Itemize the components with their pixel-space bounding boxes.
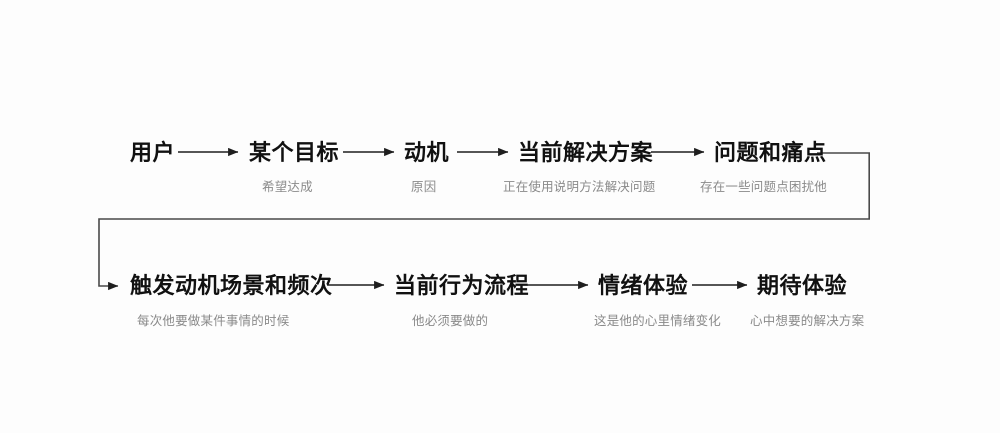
node-caption-expected-experience: 心中想要的解决方案 (750, 314, 865, 328)
node-caption-trigger-scene-frequency: 每次他要做某件事情的时候 (137, 314, 290, 328)
node-label-trigger-scene-frequency[interactable]: 触发动机场景和频次 (130, 273, 333, 298)
node-caption-current-behavior-flow: 他必须要做的 (412, 314, 489, 328)
node-caption-emotional-experience: 这是他的心里情绪变化 (594, 314, 722, 328)
node-caption-current-solution: 正在使用说明方法解决问题 (503, 180, 656, 194)
wrap-connector-path (98, 152, 870, 291)
node-caption-goal: 希望达成 (262, 180, 313, 194)
node-caption-problems-painpoints: 存在一些问题点困扰他 (700, 180, 828, 194)
node-label-current-behavior-flow[interactable]: 当前行为流程 (394, 273, 530, 298)
node-label-problems-painpoints[interactable]: 问题和痛点 (714, 140, 827, 165)
node-label-goal[interactable]: 某个目标 (249, 140, 340, 165)
node-label-emotional-experience[interactable]: 情绪体验 (598, 273, 689, 298)
node-label-expected-experience[interactable]: 期待体验 (757, 273, 848, 298)
node-label-motivation[interactable]: 动机 (404, 140, 450, 165)
node-caption-motivation: 原因 (411, 180, 437, 194)
node-label-current-solution[interactable]: 当前解决方案 (518, 140, 654, 165)
node-label-user[interactable]: 用户 (130, 140, 176, 165)
